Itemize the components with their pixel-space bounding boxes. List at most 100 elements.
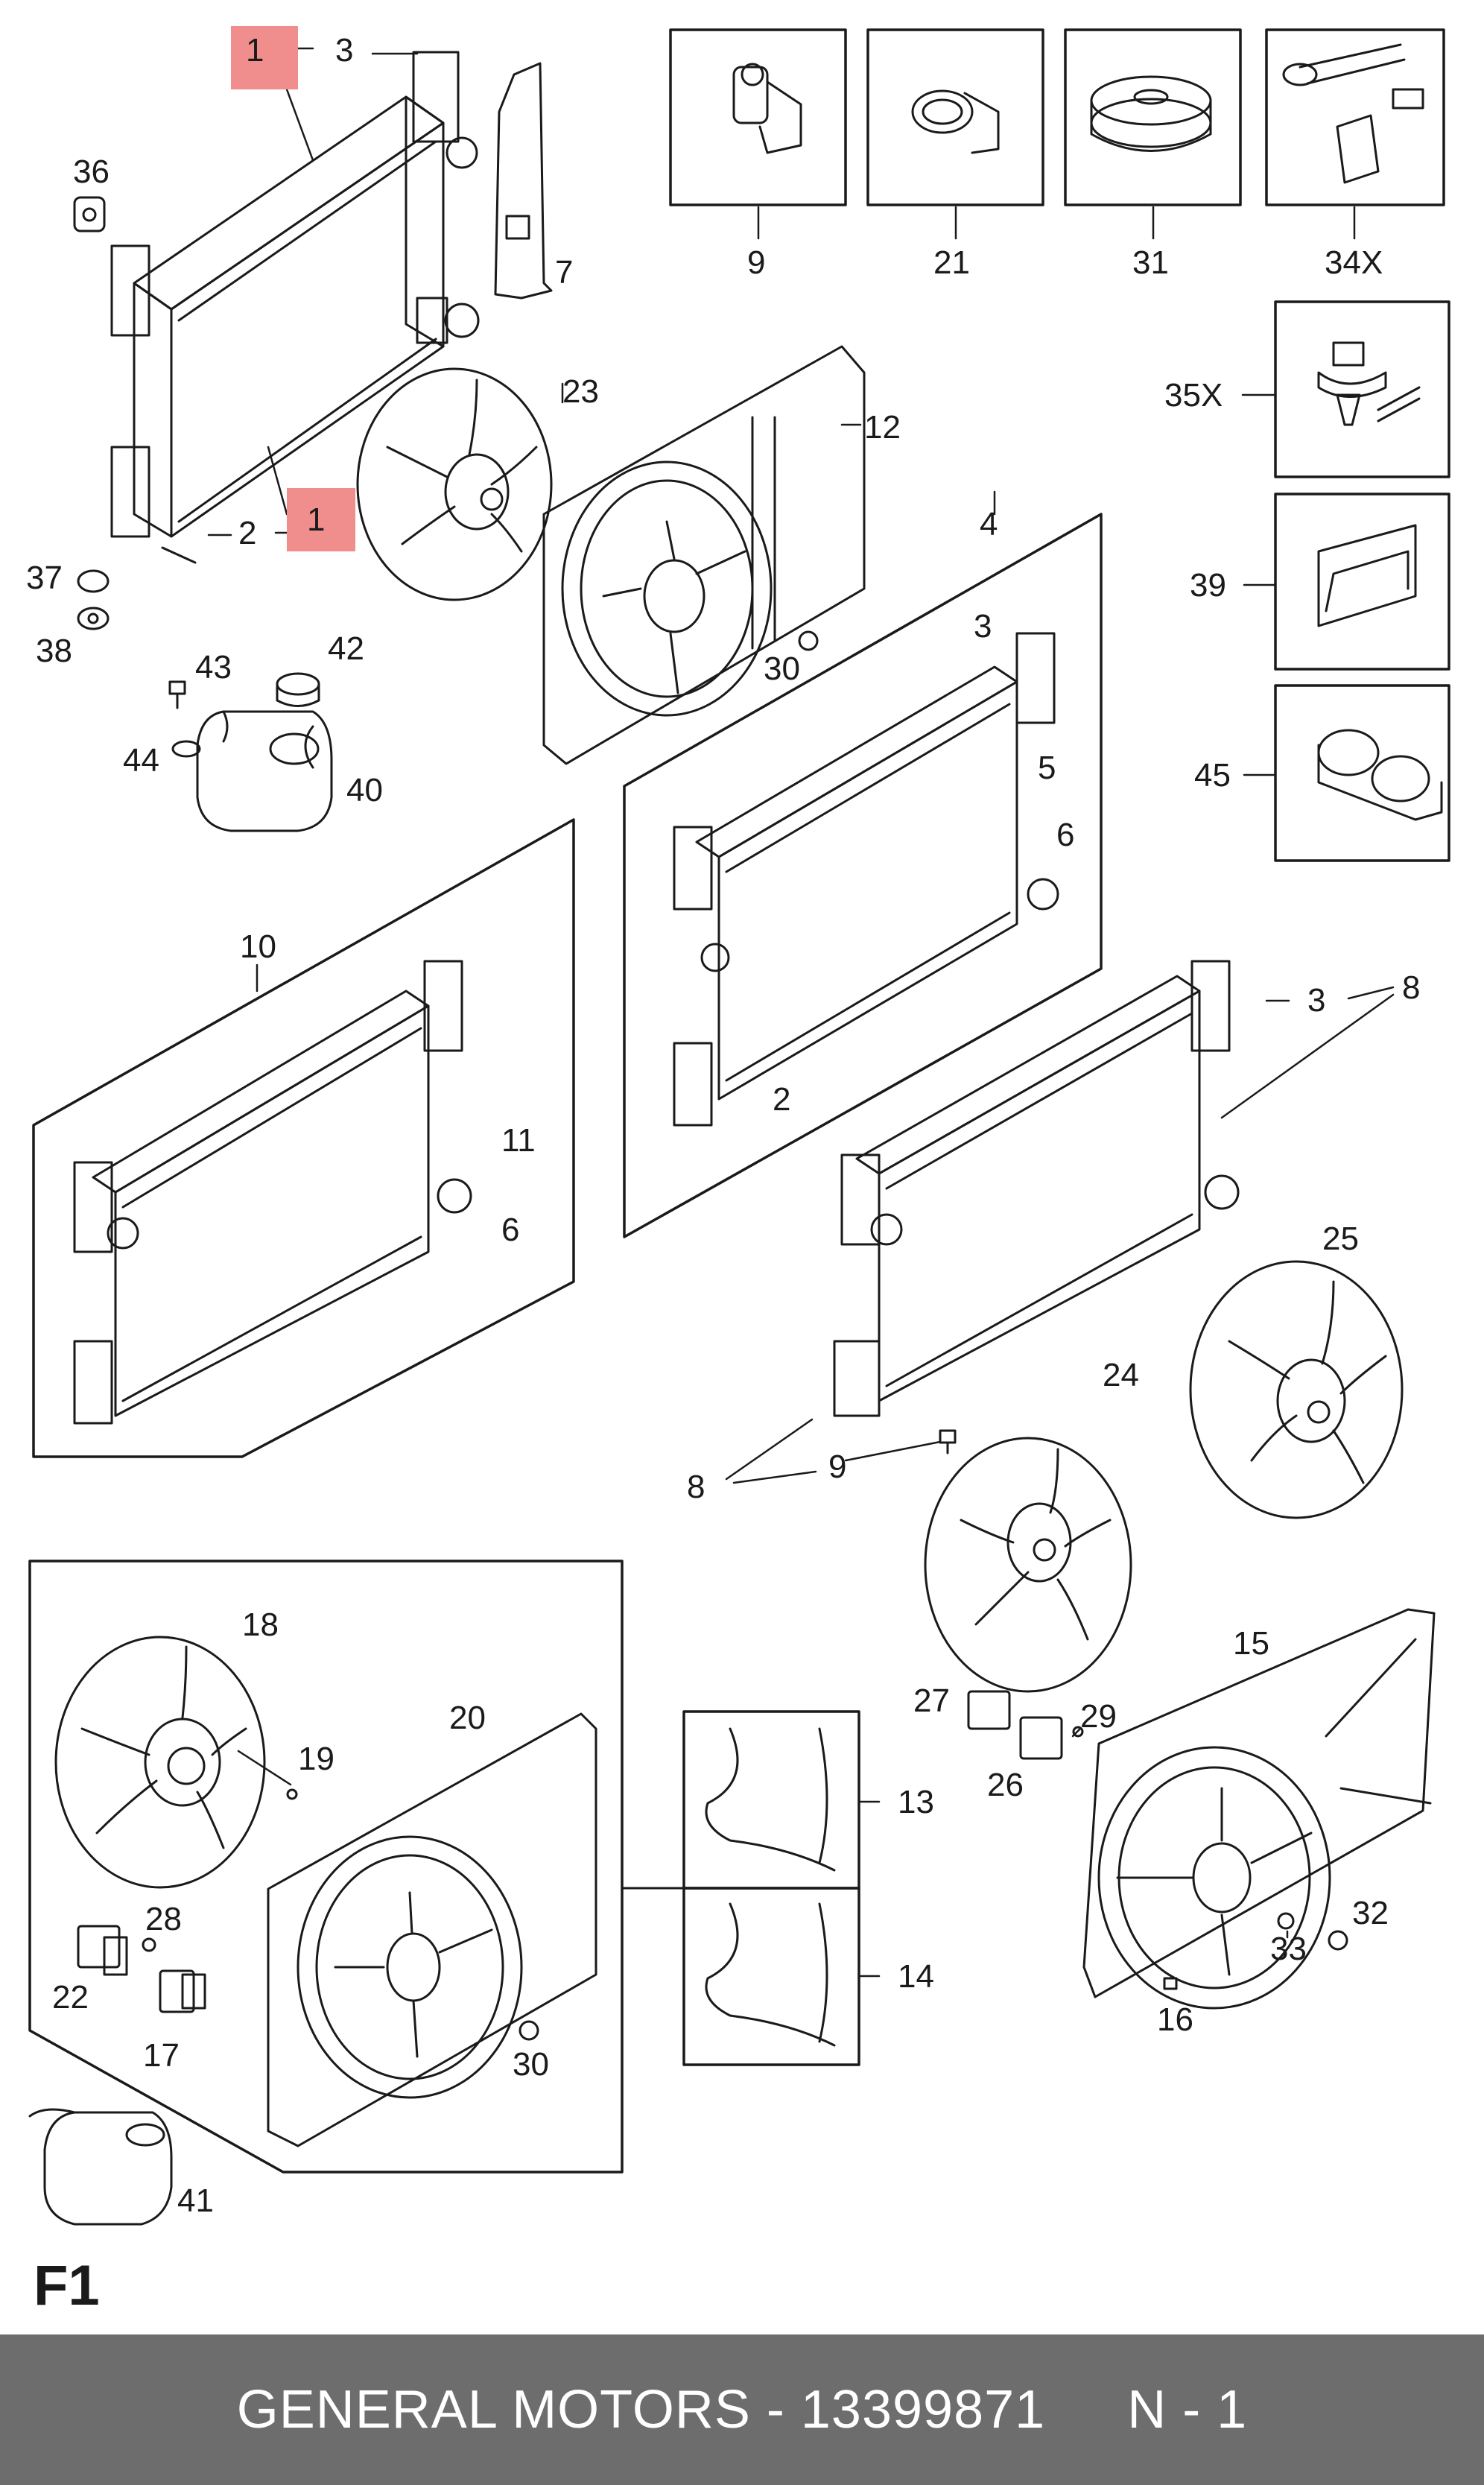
footer-bar: GENERAL MOTORS - 13399871 N - 1: [0, 2334, 1484, 2485]
footer-quantity: N - 1: [1127, 2380, 1248, 2440]
nut-30-top: [798, 630, 819, 651]
relay-22: [77, 1925, 128, 1976]
callout-33: 33: [1270, 1931, 1307, 1967]
callout-3c: 3: [1307, 982, 1325, 1019]
callout-28: 28: [145, 1901, 182, 1937]
shroud-12: [542, 345, 866, 765]
callout-40: 40: [346, 772, 383, 808]
callout-3b: 3: [974, 608, 992, 645]
bolt-43: [168, 680, 186, 709]
part-9-drawing: [732, 63, 802, 154]
inset-label-34x: 34X: [1325, 244, 1383, 281]
bolt-9: [939, 1429, 957, 1454]
box-20: [28, 1560, 624, 2174]
fan-24: [924, 1437, 1132, 1693]
fan-23: [356, 367, 553, 601]
box-10: [32, 818, 575, 1458]
inset-label-39: 39: [1190, 567, 1226, 604]
box-13-14: [621, 1710, 860, 2066]
callout-12: 12: [864, 409, 901, 446]
callout-18: 18: [242, 1606, 279, 1643]
callout-24: 24: [1103, 1357, 1139, 1393]
shroud-15: [1082, 1608, 1436, 2010]
inset-label-9: 9: [747, 244, 765, 281]
callout-17: 17: [143, 2037, 180, 2074]
callout-1a: 1: [246, 32, 264, 69]
inset-label-21: 21: [933, 244, 970, 281]
bracket-44: [171, 740, 201, 758]
callout-14: 14: [898, 1958, 934, 1995]
screw-19-28: [142, 1788, 298, 1952]
callout-20: 20: [449, 1700, 486, 1736]
callout-6b: 6: [501, 1212, 519, 1248]
callout-5: 5: [1038, 750, 1056, 786]
relay-17: [159, 1969, 206, 2013]
highlight-box-1b: [287, 488, 355, 551]
inset-label-35x: 35X: [1164, 377, 1223, 414]
part-21-drawing: [911, 89, 1000, 154]
callout-6a: 6: [1056, 817, 1074, 853]
shroud-20: [267, 1712, 597, 2147]
callout-1b: 1: [307, 501, 325, 538]
box-4: [623, 513, 1103, 1238]
nut-30-bottom: [519, 2020, 539, 2041]
inset-box-35x: [1274, 300, 1450, 478]
callout-27: 27: [913, 1682, 950, 1719]
callout-2b: 2: [773, 1081, 790, 1118]
callout-26: 26: [987, 1767, 1024, 1803]
callout-2a: 2: [238, 515, 256, 551]
callout-42: 42: [328, 630, 364, 667]
callout-23: 23: [562, 373, 599, 410]
part-39-drawing: [1317, 524, 1417, 627]
figure-id: F1: [34, 2254, 100, 2317]
tank-41: [28, 2108, 173, 2226]
inset-box-31: [1064, 28, 1242, 206]
highlight-box-1a: [231, 26, 298, 89]
callout-22: 22: [52, 1979, 89, 2016]
callout-29: 29: [1080, 1698, 1117, 1735]
leader-lines: [207, 47, 1395, 1978]
callout-16: 16: [1157, 2001, 1193, 2038]
callout-11: 11: [501, 1122, 536, 1159]
part-34x-drawing: [1282, 43, 1424, 184]
sensor-2: [161, 546, 197, 564]
part-36: [73, 196, 106, 232]
callout-9b: 9: [828, 1449, 846, 1485]
inset-label-45: 45: [1194, 757, 1231, 794]
inset-box-45: [1274, 684, 1450, 862]
callout-37: 37: [26, 560, 63, 596]
fan-18: [54, 1636, 266, 1889]
radiator-main: [110, 51, 480, 538]
callout-41: 41: [177, 2182, 214, 2219]
callout-4: 4: [980, 506, 998, 542]
inset-label-31: 31: [1132, 244, 1169, 281]
radiator-4: [673, 632, 1059, 1127]
callout-19: 19: [298, 1741, 334, 1777]
radiator-10: [73, 960, 472, 1425]
part-37-38: [77, 569, 110, 630]
bracket-7: [494, 62, 553, 300]
inset-box-39: [1274, 493, 1450, 671]
callout-15: 15: [1233, 1625, 1269, 1662]
callout-7: 7: [555, 254, 573, 291]
inset-box-9: [669, 28, 847, 206]
nut-32-washer-33-bolt-16: [1072, 1726, 1348, 1990]
part-31-drawing: [1090, 75, 1212, 152]
callout-10: 10: [240, 928, 276, 965]
callout-8a: 8: [1402, 969, 1420, 1006]
footer-brand-part: GENERAL MOTORS - 13399871: [236, 2380, 1046, 2440]
callout-44: 44: [123, 742, 159, 779]
callout-8b: 8: [687, 1469, 705, 1505]
callout-3a: 3: [335, 32, 353, 69]
callout-32: 32: [1352, 1895, 1389, 1931]
tank-40: [196, 710, 333, 832]
callout-25: 25: [1322, 1221, 1359, 1257]
part-45-drawing: [1317, 729, 1443, 821]
cap-42: [276, 672, 320, 707]
callout-30a: 30: [764, 650, 800, 687]
inset-box-21: [866, 28, 1044, 206]
callout-43: 43: [195, 649, 232, 686]
callout-30b: 30: [513, 2046, 549, 2083]
fan-25: [1189, 1260, 1404, 1519]
